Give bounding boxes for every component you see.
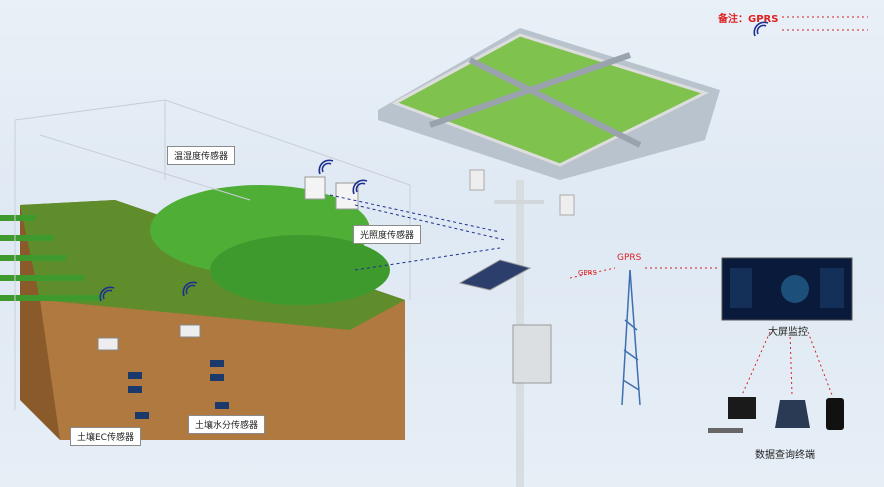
legend-note: 备注：GPRS: [718, 10, 778, 25]
wifi-icons: [99, 21, 769, 302]
gprs-tower: [621, 269, 641, 406]
monitor-label: 大屏监控: [768, 327, 808, 338]
soil-ec-sensor-label: 土壤EC传感器: [70, 427, 141, 446]
light-sensor-label: 光照度传感器: [353, 225, 422, 244]
legend-gprs-label: GPRS: [748, 14, 779, 25]
wireless-links: [329, 194, 506, 271]
crop-rows: [0, 185, 390, 305]
gprs-links: [569, 16, 868, 396]
terminals-label: 数据查询终端: [755, 450, 815, 461]
monitor-screen: [721, 257, 853, 321]
terminal-devices: [708, 397, 844, 433]
gprs-link-label: GPRS: [578, 269, 597, 277]
gprs-tower-label: GPRS: [617, 253, 642, 263]
weather-station-pole: [458, 169, 575, 487]
soil-moisture-sensor-label: 土壤水分传感器: [188, 415, 266, 434]
soil-sensor-devices: [97, 324, 229, 419]
temp-humidity-sensor-label: 温湿度传感器: [167, 146, 236, 165]
legend-note-prefix: 备注：: [718, 14, 748, 25]
city-platform: [378, 28, 720, 180]
